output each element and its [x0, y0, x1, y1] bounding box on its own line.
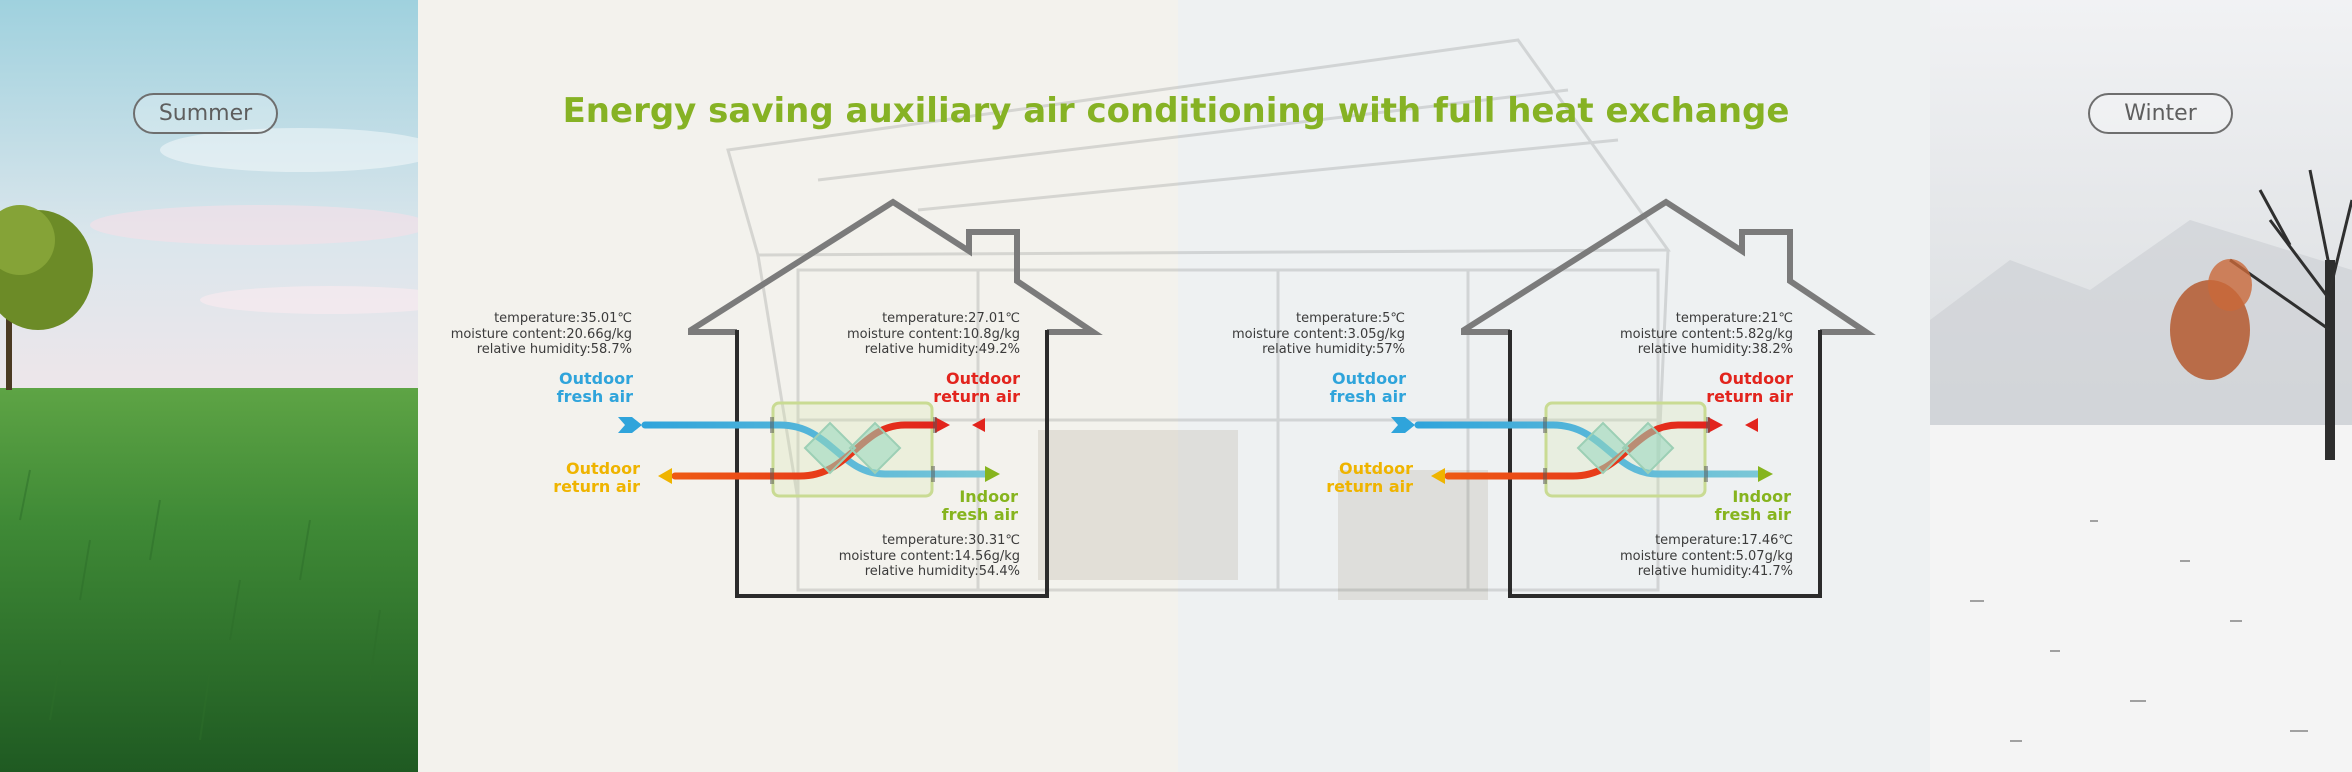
- indoor-fresh-arrow: [985, 466, 1000, 482]
- label-line: fresh air: [1714, 505, 1791, 524]
- temperature-reading: temperature:35.01℃: [494, 311, 632, 326]
- exhaust-out-arrow: [1431, 468, 1445, 484]
- moisture-reading: moisture content:10.8g/kg: [846, 326, 1020, 342]
- duct-clip: [770, 468, 774, 484]
- moisture-reading: moisture content:5.07g/kg: [1619, 548, 1793, 564]
- label-line: Outdoor: [566, 459, 640, 478]
- duct-clip: [1704, 466, 1708, 482]
- summer-landscape-image: [0, 0, 418, 772]
- label-line: Outdoor: [946, 369, 1020, 388]
- page-title: Energy saving auxiliary air conditioning…: [562, 91, 1790, 131]
- indoor-fresh-arrow: [1758, 466, 1773, 482]
- label-line: Outdoor: [1719, 369, 1793, 388]
- label-line: Indoor: [959, 487, 1018, 506]
- temperature-reading: temperature:30.31℃: [882, 533, 1020, 548]
- house-walls: [735, 330, 1049, 598]
- label-line: Outdoor: [1332, 369, 1406, 388]
- house-walls: [1508, 330, 1822, 598]
- house-roof: [1461, 198, 1876, 335]
- winter-landscape-image: [1930, 0, 2352, 772]
- duct-clip: [931, 466, 935, 482]
- winter-outdoor-fresh-readings: temperature:5℃ moisture content:3.05g/kg…: [1185, 311, 1405, 358]
- duct-clip: [770, 417, 774, 433]
- duct-clip: [1543, 417, 1547, 433]
- label-line: Indoor: [1732, 487, 1791, 506]
- humidity-reading: relative humidity:57%: [1262, 342, 1405, 357]
- moisture-reading: moisture content:3.05g/kg: [1231, 326, 1405, 342]
- return-air-in-arrow: [972, 418, 985, 432]
- core-right: [848, 421, 902, 475]
- temperature-reading: temperature:27.01℃: [882, 311, 1020, 326]
- return-air-arrow: [1708, 417, 1723, 433]
- duct-clip: [1543, 468, 1547, 484]
- fresh-air-in-arrow: [618, 417, 642, 433]
- temperature-reading: temperature:17.46℃: [1655, 533, 1793, 548]
- winter-outdoor-exhaust-air-label: Outdoor return air: [1253, 460, 1413, 496]
- winter-outdoor-return-air-label: Outdoor return air: [1633, 370, 1793, 406]
- humidity-reading: relative humidity:58.7%: [476, 342, 632, 357]
- label-line: return air: [1706, 387, 1793, 406]
- summer-outdoor-fresh-readings: temperature:35.01℃ moisture content:20.6…: [412, 311, 632, 358]
- humidity-reading: relative humidity:49.2%: [864, 342, 1020, 357]
- house-background-image: [418, 0, 1930, 772]
- return-air-in-arrow: [1745, 418, 1758, 432]
- label-line: return air: [1326, 477, 1413, 496]
- summer-label: Summer: [133, 93, 278, 134]
- temperature-reading: temperature:21℃: [1675, 311, 1793, 326]
- winter-indoor-fresh-air-label: Indoor fresh air: [1631, 488, 1791, 524]
- duct-clip: [1706, 417, 1710, 433]
- humidity-reading: relative humidity:54.4%: [864, 564, 1020, 579]
- summer-outdoor-fresh-air-label: Outdoor fresh air: [473, 370, 633, 406]
- summer-indoor-fresh-air-label: Indoor fresh air: [858, 488, 1018, 524]
- summer-indoor-return-readings: temperature:27.01℃ moisture content:10.8…: [800, 311, 1020, 358]
- label-line: fresh air: [1329, 387, 1406, 406]
- fresh-air-in-arrow: [1391, 417, 1415, 433]
- moisture-reading: moisture content:5.82g/kg: [1619, 326, 1793, 342]
- label-line: return air: [933, 387, 1020, 406]
- return-air-arrow: [935, 417, 950, 433]
- humidity-reading: relative humidity:41.7%: [1637, 564, 1793, 579]
- core-right: [1621, 421, 1675, 475]
- winter-heat-exchanger: [1391, 401, 1773, 498]
- winter-outdoor-fresh-air-label: Outdoor fresh air: [1246, 370, 1406, 406]
- label-line: Outdoor: [559, 369, 633, 388]
- label-line: Outdoor: [1339, 459, 1413, 478]
- duct-clip: [933, 417, 937, 433]
- winter-indoor-fresh-readings: temperature:17.46℃ moisture content:5.07…: [1573, 533, 1793, 580]
- temperature-reading: temperature:5℃: [1296, 311, 1405, 326]
- summer-indoor-fresh-readings: temperature:30.31℃ moisture content:14.5…: [800, 533, 1020, 580]
- winter-house: [1461, 198, 1876, 598]
- moisture-reading: moisture content:14.56g/kg: [838, 548, 1020, 564]
- winter-indoor-return-readings: temperature:21℃ moisture content:5.82g/k…: [1573, 311, 1793, 358]
- moisture-reading: moisture content:20.66g/kg: [450, 326, 632, 342]
- summer-house: [688, 198, 1103, 598]
- summer-outdoor-return-air-label: Outdoor return air: [860, 370, 1020, 406]
- label-line: fresh air: [556, 387, 633, 406]
- winter-label: Winter: [2088, 93, 2233, 134]
- label-line: return air: [553, 477, 640, 496]
- humidity-reading: relative humidity:38.2%: [1637, 342, 1793, 357]
- summer-outdoor-exhaust-air-label: Outdoor return air: [480, 460, 640, 496]
- exhaust-out-arrow: [658, 468, 672, 484]
- label-line: fresh air: [941, 505, 1018, 524]
- house-roof: [688, 198, 1103, 335]
- summer-heat-exchanger: [618, 401, 1000, 498]
